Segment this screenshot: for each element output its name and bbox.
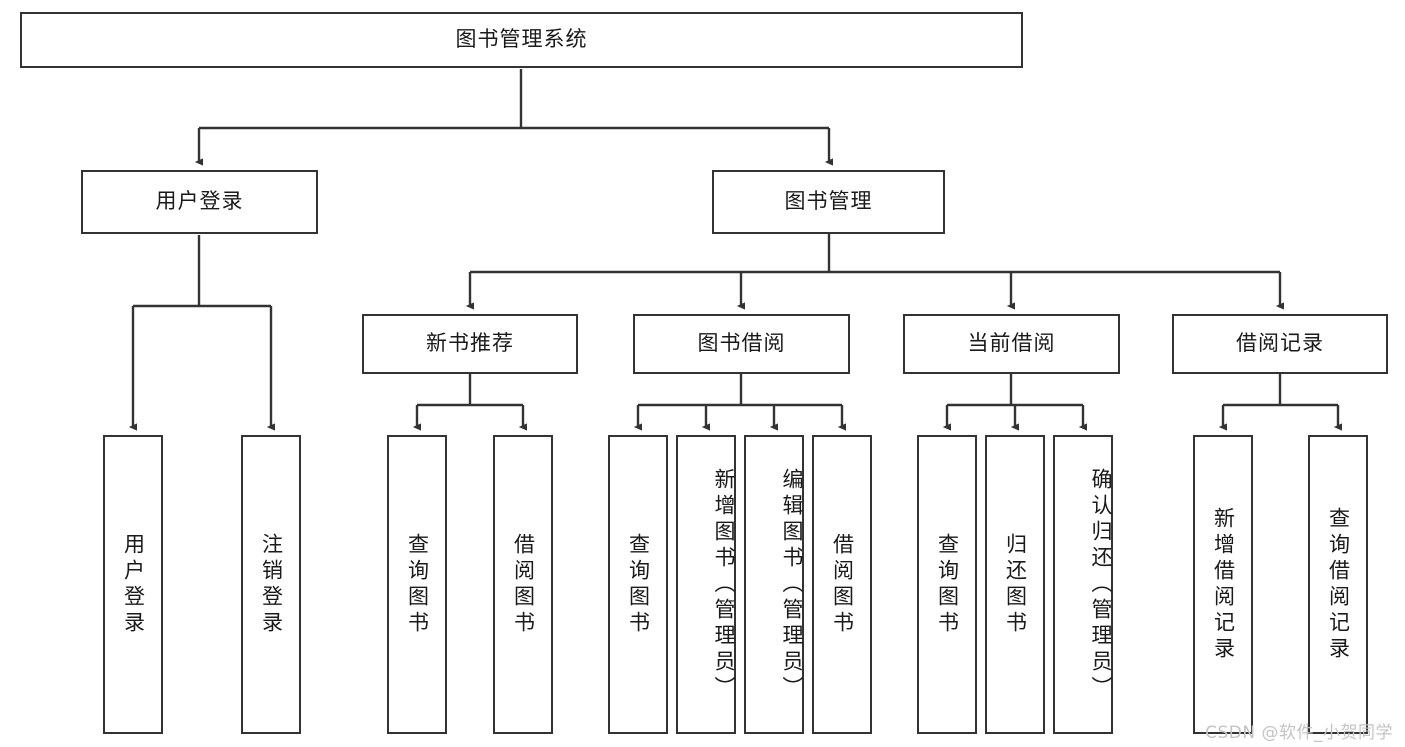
- leaf-borrow-books-borrow[interactable]: 借阅图书: [812, 435, 872, 734]
- node-borrowing-records[interactable]: 借阅记录: [1172, 314, 1388, 374]
- node-book-borrowing[interactable]: 图书借阅: [633, 314, 850, 374]
- node-new-book-recommendation[interactable]: 新书推荐: [362, 314, 578, 374]
- node-user-login[interactable]: 用户登录: [81, 170, 318, 234]
- leaf-query-books-newbook[interactable]: 查询图书: [387, 435, 447, 734]
- leaf-return-books[interactable]: 归还图书: [985, 435, 1045, 734]
- leaf-user-login[interactable]: 用户登录: [103, 435, 163, 734]
- leaf-user-logout[interactable]: 注销登录: [241, 435, 301, 734]
- csdn-watermark: CSDN @软件_小贺同学: [1205, 723, 1393, 743]
- leaf-borrow-books-newbook[interactable]: 借阅图书: [493, 435, 553, 734]
- leaf-query-borrow-record[interactable]: 查询借阅记录: [1308, 435, 1368, 734]
- leaf-query-books-borrow[interactable]: 查询图书: [608, 435, 668, 734]
- leaf-add-borrow-record[interactable]: 新增借阅记录: [1193, 435, 1253, 734]
- leaf-query-books-current[interactable]: 查询图书: [917, 435, 977, 734]
- leaf-edit-book-admin[interactable]: 编辑图书（管理员）: [744, 435, 804, 734]
- leaf-add-book-admin[interactable]: 新增图书（管理员）: [676, 435, 736, 734]
- leaf-confirm-return-admin[interactable]: 确认归还（管理员）: [1053, 435, 1113, 734]
- node-current-borrowing[interactable]: 当前借阅: [903, 314, 1120, 374]
- node-root[interactable]: 图书管理系统: [20, 12, 1023, 68]
- node-book-management[interactable]: 图书管理: [712, 170, 945, 234]
